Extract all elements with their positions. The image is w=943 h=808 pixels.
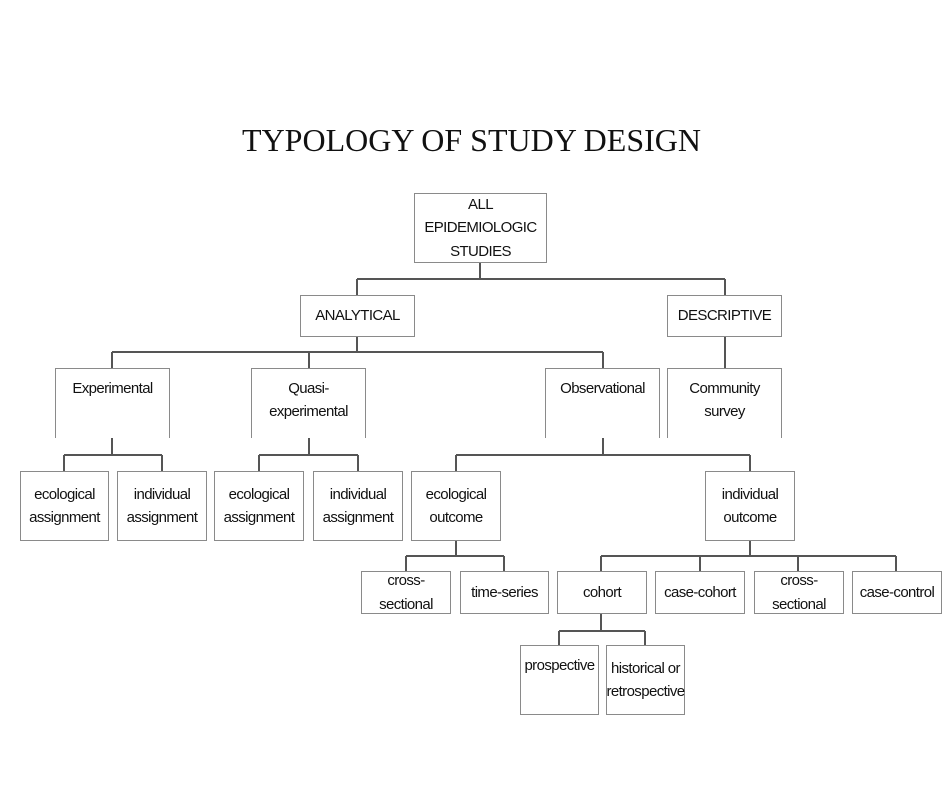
node-cohort: cohort — [557, 571, 647, 614]
node-quasi-experimental: Quasi-experimental — [251, 368, 366, 438]
node-historical-or-retrospective: historical or retrospective — [606, 645, 685, 715]
node-community-survey: Community survey — [667, 368, 782, 438]
node-observational: Observational — [545, 368, 660, 438]
node-experimental-ecological-assignment: ecological assignment — [20, 471, 109, 541]
node-prospective: prospective — [520, 645, 599, 715]
node-descriptive: DESCRIPTIVE — [667, 295, 782, 337]
node-individual-cross-sectional: cross-sectional — [754, 571, 844, 614]
node-individual-outcome: individual outcome — [705, 471, 795, 541]
node-quasi-ecological-assignment: ecological assignment — [214, 471, 304, 541]
node-ecological-cross-sectional: cross-sectional — [361, 571, 451, 614]
node-case-control: case-control — [852, 571, 942, 614]
node-experimental-individual-assignment: individual assignment — [117, 471, 207, 541]
node-experimental: Experimental — [55, 368, 170, 438]
node-case-cohort: case-cohort — [655, 571, 745, 614]
node-time-series: time-series — [460, 571, 549, 614]
node-quasi-individual-assignment: individual assignment — [313, 471, 403, 541]
node-all-epidemiologic-studies: ALL EPIDEMIOLOGIC STUDIES — [414, 193, 547, 263]
node-analytical: ANALYTICAL — [300, 295, 415, 337]
node-ecological-outcome: ecological outcome — [411, 471, 501, 541]
diagram-title: TYPOLOGY OF STUDY DESIGN — [242, 122, 701, 158]
